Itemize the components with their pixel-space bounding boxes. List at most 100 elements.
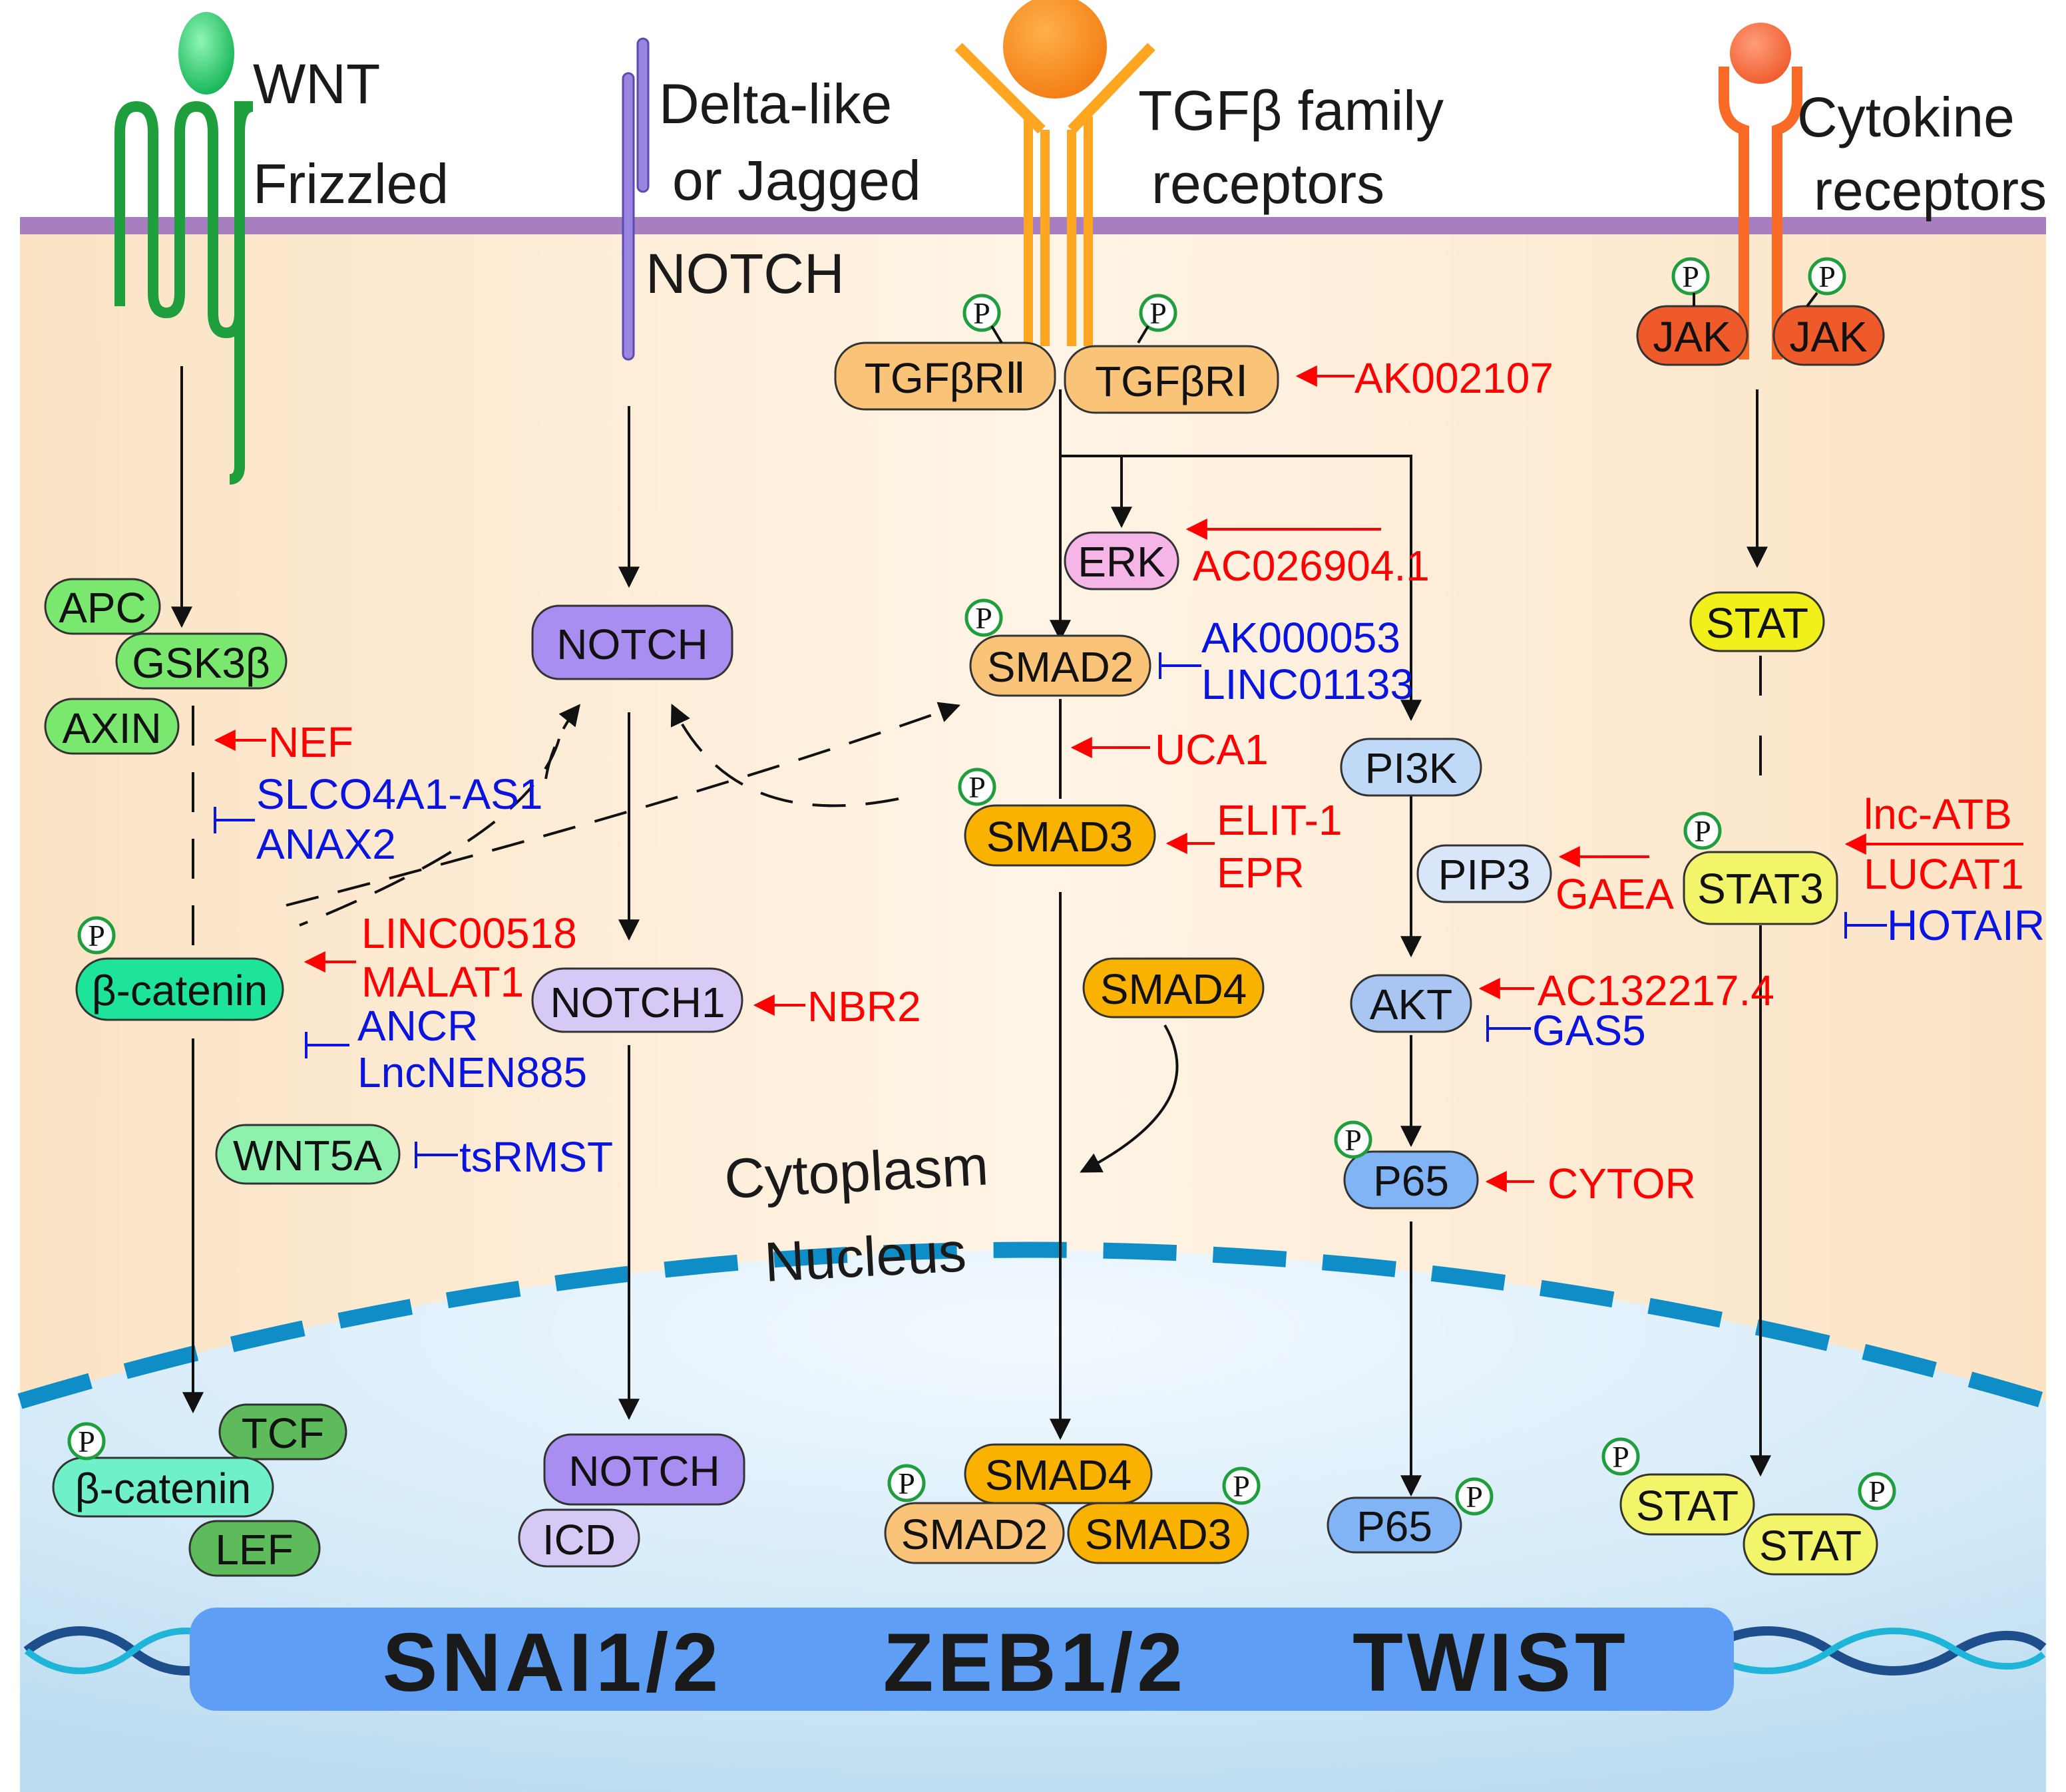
node-notch1: NOTCH1 (531, 967, 743, 1033)
node-wnt5a: WNT5A (215, 1124, 401, 1185)
svg-text:SMAD3: SMAD3 (1085, 1510, 1232, 1558)
node-gsk3b: GSK3β (115, 632, 288, 690)
node-axin: AXIN (44, 698, 180, 755)
node-smad3: SMAD3 (964, 804, 1156, 867)
svg-text:P: P (973, 296, 990, 330)
svg-text:WNT5A: WNT5A (233, 1132, 382, 1180)
svg-text:P: P (1682, 260, 1699, 294)
lncrna-linc00518: LINC00518 (361, 909, 577, 957)
phospho-smad2: P (964, 598, 1003, 637)
node-notch: NOTCH (531, 604, 733, 680)
pathway-arrows (171, 366, 1771, 1497)
lncrna-gas5: GAS5 (1532, 1007, 1646, 1054)
svg-text:SMAD2: SMAD2 (901, 1510, 1048, 1558)
wnt-ligand (178, 12, 234, 95)
svg-text:SMAD4: SMAD4 (1100, 965, 1247, 1013)
svg-text:JAK: JAK (1653, 313, 1731, 361)
svg-text:STAT: STAT (1706, 599, 1808, 647)
phospho-tgfbr1: P (1137, 294, 1177, 344)
notch-receptor-label: NOTCH (646, 242, 845, 305)
phospho-stat3: P (1683, 811, 1722, 850)
tf-snai: SNAI1/2 (383, 1617, 723, 1709)
lncrna-ancr: ANCR (357, 1002, 478, 1050)
phospho-smad3: P (958, 768, 996, 806)
inhibitory-regulators: SLCO4A1-AS1 ANAX2 ANCR LncNEN885 tsRMST … (214, 614, 2045, 1181)
wnt-label: WNT (253, 53, 380, 115)
phospho-beta-catenin-nuclear: P (67, 1422, 106, 1460)
tf-twist: TWIST (1352, 1617, 1629, 1709)
svg-text:SMAD4: SMAD4 (985, 1451, 1132, 1499)
phospho-stat-nuclear-1: P (1601, 1437, 1640, 1476)
node-jak-left: JAK (1636, 305, 1749, 366)
svg-text:P: P (88, 919, 105, 953)
phospho-smad3-nuclear: P (1222, 1466, 1261, 1505)
svg-text:P65: P65 (1356, 1502, 1432, 1550)
svg-text:P: P (968, 770, 986, 804)
svg-text:SMAD2: SMAD2 (987, 643, 1134, 691)
node-akt: AKT (1350, 974, 1472, 1033)
svg-text:ERK: ERK (1078, 538, 1165, 586)
lncrna-anax2: ANAX2 (256, 820, 396, 868)
svg-text:AXIN: AXIN (62, 704, 161, 752)
node-jak-right: JAK (1772, 305, 1885, 366)
cytokine-receptor-right (1772, 67, 1802, 359)
svg-text:P: P (1694, 814, 1711, 848)
nuclear-envelope (17, 1241, 2049, 1409)
lncrna-lucat1: LUCAT1 (1864, 850, 2024, 898)
svg-text:NOTCH: NOTCH (556, 620, 708, 668)
lncrna-ak000053: AK000053 (1201, 614, 1400, 662)
svg-text:P: P (1344, 1123, 1362, 1157)
node-lef: LEF (188, 1520, 321, 1577)
svg-text:P: P (78, 1425, 95, 1458)
svg-text:STAT: STAT (1636, 1482, 1739, 1530)
svg-text:TCF: TCF (242, 1409, 324, 1457)
lncrna-lnc-atb: lnc-ATB (1864, 790, 2012, 838)
lncrna-gaea: GAEA (1555, 870, 1674, 918)
dna-helix-right-icon (1701, 1626, 2047, 1676)
svg-text:β-catenin: β-catenin (75, 1464, 252, 1512)
delta-label-1: Delta-like (659, 73, 892, 135)
frizzled-label: Frizzled (253, 152, 449, 215)
delta-ligand-bar (636, 37, 650, 193)
svg-text:P: P (1233, 1469, 1250, 1503)
phospho-tgfbr2: P (962, 294, 1003, 344)
cytokine-ligand (1730, 23, 1791, 84)
svg-text:P: P (1818, 260, 1836, 294)
svg-text:ICD: ICD (542, 1516, 616, 1564)
phospho-jak-left: P (1671, 257, 1710, 306)
nucleus-label: Nucleus (763, 1220, 968, 1293)
lncrna-ac026904: AC026904.1 (1193, 542, 1430, 590)
lncrna-epr: EPR (1217, 849, 1305, 897)
node-pi3k: PI3K (1340, 738, 1482, 797)
node-smad2-nuclear: SMAD2 (884, 1502, 1065, 1564)
lncrna-lncnen885: LncNEN885 (357, 1048, 587, 1096)
svg-text:P: P (1149, 296, 1167, 330)
node-tcf: TCF (218, 1403, 347, 1460)
lncrna-nef: NEF (268, 718, 353, 766)
cytokine-receptor-left (1719, 67, 1749, 359)
cytokine-label-2: receptors (1814, 159, 2047, 222)
lncrna-tsrmst: tsRMST (459, 1133, 613, 1181)
activating-regulators: NEF LINC00518 MALAT1 NBR2 AK002107 AC026… (214, 354, 2024, 1208)
svg-text:STAT3: STAT3 (1697, 865, 1824, 913)
node-notch-nuclear: NOTCH (543, 1433, 745, 1506)
node-beta-catenin-nuclear: β-catenin (52, 1456, 274, 1518)
node-icd: ICD (518, 1508, 640, 1568)
svg-text:P: P (975, 601, 992, 635)
phospho-markers: P P P P P P P P P P P P P P P (67, 257, 1896, 1516)
svg-text:P65: P65 (1373, 1157, 1449, 1205)
svg-text:TGFβRⅠ: TGFβRⅠ (1095, 357, 1248, 405)
node-smad3-nuclear: SMAD3 (1067, 1502, 1249, 1564)
svg-text:P: P (1612, 1440, 1629, 1474)
svg-text:PIP3: PIP3 (1438, 851, 1531, 899)
node-erk: ERK (1064, 531, 1179, 590)
lncrna-ac132217: AC132217.4 (1538, 967, 1774, 1014)
svg-text:TGFβRⅡ: TGFβRⅡ (865, 354, 1026, 402)
lncrna-cytor: CYTOR (1548, 1160, 1696, 1208)
svg-text:APC: APC (59, 584, 146, 632)
emt-transcription-factor-bar (190, 1608, 1734, 1711)
node-apc: APC (44, 578, 161, 635)
node-smad2: SMAD2 (969, 634, 1151, 697)
